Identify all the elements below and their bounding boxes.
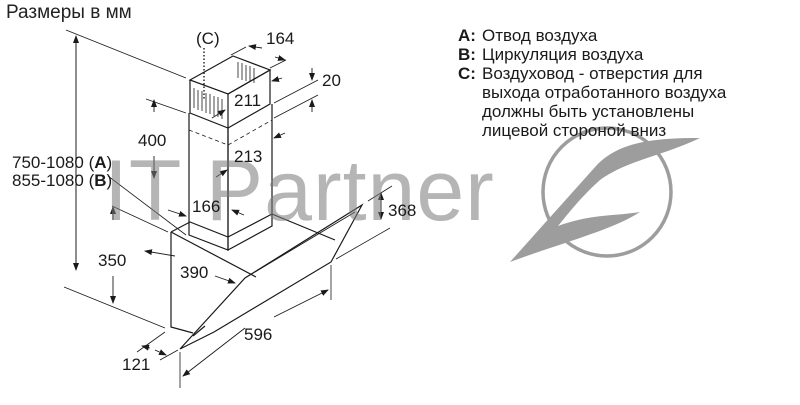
legend-item-c-line-4: лицевой стороной вниз [482, 121, 667, 140]
chimney-top-face [188, 55, 272, 95]
glass-panel [179, 203, 364, 350]
dim-height-range-b: 855-1080 (B) [12, 171, 113, 190]
legend-item-c: C: Воздуховод - отверстия для [458, 64, 703, 83]
legend: A: Отвод воздуха B: Циркуляция воздуха C… [458, 26, 726, 140]
hood-front-left [170, 232, 194, 334]
chimney-lower-right-face [227, 104, 273, 252]
dim-body-depth: 390 [180, 263, 209, 282]
label-chimney-c: (C) [196, 29, 220, 48]
dim-chimney-depth-lower: 213 [234, 147, 263, 166]
dim-chimney-min-height: 400 [138, 131, 167, 150]
chimney-upper-right-face [227, 68, 271, 129]
hood-top [170, 213, 336, 241]
legend-item-c-line-2: выхода отработанного воздуха [482, 83, 727, 102]
dim-front-offset: 121 [122, 355, 151, 374]
dim-overlap: 20 [322, 71, 341, 90]
legend-item-c-line-3: должны быть установлены [482, 102, 695, 121]
dim-chimney-front-width: 166 [192, 197, 221, 216]
legend-item-b: B: Циркуляция воздуха [458, 45, 644, 64]
chimney-upper-left-face [189, 80, 229, 129]
dim-total-width: 596 [244, 325, 273, 344]
diagram-title: Размеры в мм [6, 2, 132, 23]
dim-body-height: 350 [98, 251, 127, 270]
dim-glass-height: 368 [388, 201, 417, 220]
dim-chimney-width: 164 [266, 29, 295, 48]
dim-height-range-a: 750-1080 (A) [12, 153, 113, 172]
dim-chimney-depth-upper: 211 [234, 91, 262, 110]
legend-item-a: A: Отвод воздуха [458, 26, 598, 45]
partner-logo-icon [510, 126, 700, 262]
